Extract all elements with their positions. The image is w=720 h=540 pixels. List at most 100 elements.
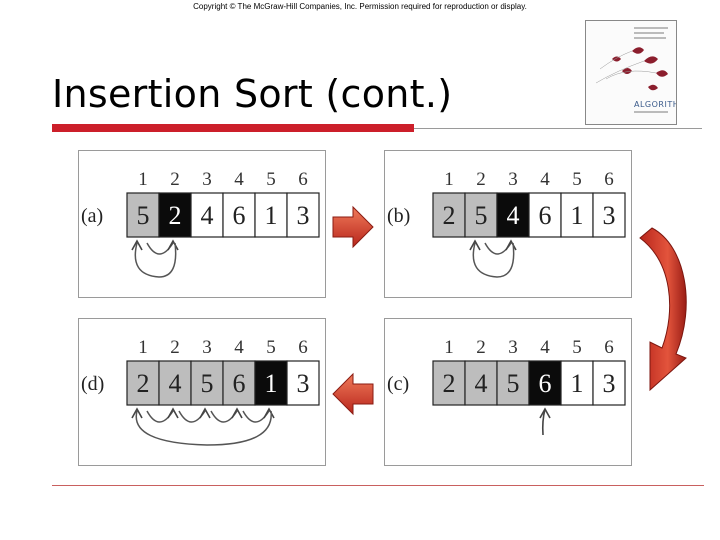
arrow-head	[131, 407, 143, 419]
arrow-head	[131, 239, 143, 251]
arrow-head	[167, 239, 179, 251]
array-cell-value: 2	[443, 369, 456, 398]
insert-arrow	[472, 242, 515, 278]
array-cell	[126, 192, 160, 238]
title-divider-line	[414, 128, 702, 129]
array-cell	[222, 192, 256, 238]
array-cell-value: 4	[475, 369, 488, 398]
arrow-head	[505, 239, 517, 251]
array-index-label: 5	[266, 337, 276, 358]
array-index-label: 4	[540, 337, 550, 358]
array-index-label: 1	[444, 337, 454, 358]
copyright-notice: Copyright © The McGraw-Hill Companies, I…	[193, 2, 527, 11]
panel-tag: (b)	[387, 205, 410, 227]
array-cell-value: 6	[233, 369, 246, 398]
array-cell-value: 5	[475, 201, 488, 230]
arrow-head	[539, 407, 551, 419]
arrow-head	[231, 407, 243, 419]
array-index-label: 2	[476, 169, 486, 190]
array-cell-value: 4	[507, 201, 520, 230]
array-cell	[528, 192, 562, 238]
array-cell-value: 5	[137, 201, 150, 230]
insert-arrow	[135, 410, 272, 446]
title-underline-accent	[52, 124, 414, 132]
array-cell-value: 5	[507, 369, 520, 398]
array-cell-value: 1	[265, 369, 278, 398]
curved-down-arrow-icon	[639, 227, 687, 392]
array-cell-value: 1	[265, 201, 278, 230]
array-cell	[464, 192, 498, 238]
arrow-head	[167, 407, 179, 419]
array-cell	[592, 360, 626, 406]
array-index-label: 5	[572, 337, 582, 358]
array-cell-value: 3	[297, 369, 310, 398]
array-cell	[254, 360, 288, 406]
insert-arrow	[134, 242, 177, 278]
array-cell	[496, 360, 530, 406]
array-index-label: 6	[604, 169, 614, 190]
array-index-label: 4	[540, 169, 550, 190]
array-cell	[560, 192, 594, 238]
book-cover-image: ALGORITHMS	[585, 20, 677, 125]
array-cell-value: 2	[443, 201, 456, 230]
array-cell-value: 3	[603, 201, 616, 230]
array-cell-value: 4	[201, 201, 214, 230]
panel-tag: (a)	[81, 205, 103, 227]
array-cell-value: 3	[297, 201, 310, 230]
slide-title: Insertion Sort (cont.)	[52, 72, 453, 116]
array-cell-value: 4	[169, 369, 182, 398]
array-index-label: 1	[138, 337, 148, 358]
array-index-label: 4	[234, 169, 244, 190]
array-cell	[286, 192, 320, 238]
array-cell-value: 5	[201, 369, 214, 398]
array-cell	[592, 192, 626, 238]
array-index-label: 3	[202, 169, 212, 190]
left-arrow-icon	[332, 372, 374, 416]
array-cell	[254, 192, 288, 238]
right-arrow-icon	[332, 205, 374, 249]
array-cell-value: 2	[169, 201, 182, 230]
array-index-label: 6	[298, 169, 308, 190]
panel-tag: (c)	[387, 373, 409, 395]
panel-tag: (d)	[81, 373, 104, 395]
array-cell	[432, 192, 466, 238]
array-index-label: 2	[476, 337, 486, 358]
array-index-label: 1	[444, 169, 454, 190]
array-index-label: 5	[572, 169, 582, 190]
array-index-label: 5	[266, 169, 276, 190]
array-cell	[222, 360, 256, 406]
array-cell	[158, 192, 192, 238]
arrow-head	[263, 407, 275, 419]
arrow-head	[469, 239, 481, 251]
array-cell-value: 6	[233, 201, 246, 230]
arrow-head	[199, 407, 211, 419]
array-cell-value: 6	[539, 201, 552, 230]
array-cell	[190, 192, 224, 238]
array-cell-value: 2	[137, 369, 150, 398]
array-cell	[190, 360, 224, 406]
array-index-label: 6	[604, 337, 614, 358]
array-cell	[496, 192, 530, 238]
array-index-label: 3	[508, 169, 518, 190]
array-cell	[560, 360, 594, 406]
array-cell-value: 1	[571, 201, 584, 230]
array-index-label: 1	[138, 169, 148, 190]
array-cell-value: 1	[571, 369, 584, 398]
array-index-label: 2	[170, 337, 180, 358]
array-cell	[126, 360, 160, 406]
array-cell-value: 3	[603, 369, 616, 398]
footer-divider-line	[52, 485, 704, 486]
array-index-label: 4	[234, 337, 244, 358]
array-index-label: 2	[170, 169, 180, 190]
array-cell-value: 6	[539, 369, 552, 398]
array-cell	[464, 360, 498, 406]
array-index-label: 3	[202, 337, 212, 358]
